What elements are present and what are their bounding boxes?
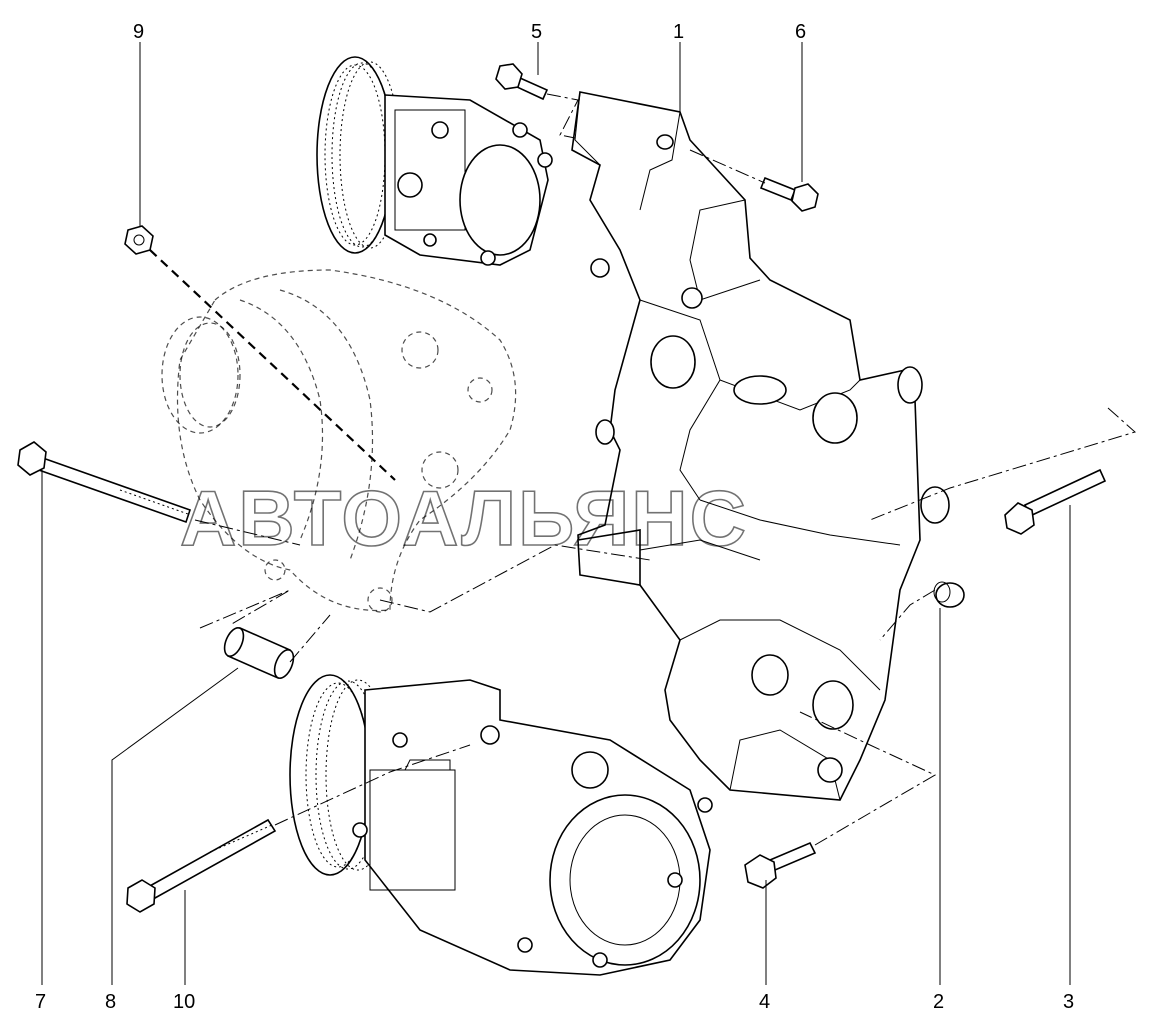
bolt-7 bbox=[17, 441, 192, 524]
callout-8: 8 bbox=[105, 991, 116, 1013]
bolt-3 bbox=[1004, 468, 1107, 535]
accessory-bracket bbox=[571, 91, 950, 801]
callout-6: 6 bbox=[795, 21, 806, 43]
nut-9 bbox=[124, 225, 154, 255]
callout-9: 9 bbox=[133, 21, 144, 43]
spacer-8 bbox=[223, 626, 295, 680]
assembly-lines bbox=[149, 93, 1136, 846]
callout-3: 3 bbox=[1063, 991, 1074, 1013]
bolt-10 bbox=[126, 818, 277, 913]
alternator-ghost bbox=[161, 269, 517, 613]
callout-5: 5 bbox=[531, 21, 542, 43]
callout-7: 7 bbox=[35, 991, 46, 1013]
bolt-5 bbox=[495, 63, 549, 101]
callout-2: 2 bbox=[933, 991, 944, 1013]
bolt-4 bbox=[744, 841, 817, 889]
leader-lines bbox=[41, 42, 1071, 985]
ac-compressor bbox=[289, 674, 713, 976]
power-steering-pump bbox=[316, 56, 553, 266]
callout-4: 4 bbox=[759, 991, 770, 1013]
callout-10: 10 bbox=[173, 991, 195, 1013]
bushing-2 bbox=[933, 581, 965, 608]
bolt-6 bbox=[759, 176, 819, 212]
watermark-text: АВТОАЛЬЯНС bbox=[180, 474, 748, 562]
callout-1: 1 bbox=[673, 21, 684, 43]
